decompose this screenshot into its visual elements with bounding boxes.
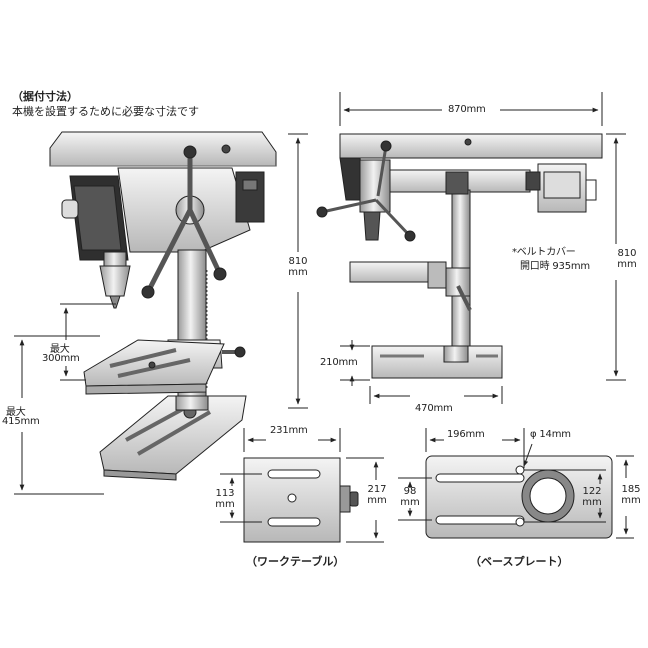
work-table-depth-label: 217 mm: [367, 484, 387, 506]
base-depth-label: 185 mm: [621, 484, 641, 506]
work-table-caption: （ワークテーブル）: [246, 555, 345, 568]
base-width-label: 470mm: [415, 403, 453, 414]
chuck-to-base-label: 最大: [6, 407, 26, 418]
side-height-label: 810 mm: [288, 256, 308, 278]
front-width-label: 870mm: [448, 104, 486, 115]
front-view-drawing: [316, 133, 603, 379]
work-table-drawing: [243, 457, 359, 543]
base-slot-length-label: 196mm: [447, 429, 485, 440]
base-plate-dimensions: [398, 428, 634, 539]
front-view-dimensions: [339, 92, 626, 404]
front-height-label: 810 mm: [617, 248, 637, 270]
work-table-dimensions: [220, 428, 384, 543]
table-travel-label: 最大: [50, 344, 70, 355]
side-view-drawing: [49, 131, 277, 481]
base-height-label: 210mm: [320, 357, 358, 368]
base-plate-drawing: [425, 455, 613, 539]
work-table-slot-pitch-label: 113 mm: [215, 488, 235, 510]
table-travel-value: 300mm: [42, 353, 80, 364]
section-subtitle: 本機を設置するために必要な寸法です: [12, 105, 199, 118]
section-title: （据付寸法）: [12, 90, 78, 103]
side-view-dimensions: [14, 133, 308, 495]
base-hole-pitch-label: 122 mm: [582, 486, 602, 508]
base-plate-caption: （ベースプレート）: [470, 555, 569, 568]
belt-cover-note: *ベルトカバー: [512, 247, 576, 258]
chuck-to-base-value: 415mm: [2, 416, 40, 427]
work-table-width-label: 231mm: [270, 425, 308, 436]
base-slot-pitch-label: 98 mm: [400, 486, 420, 508]
base-hole-diameter-label: φ 14mm: [530, 429, 571, 440]
belt-cover-open-note: 開口時 935mm: [520, 261, 590, 272]
